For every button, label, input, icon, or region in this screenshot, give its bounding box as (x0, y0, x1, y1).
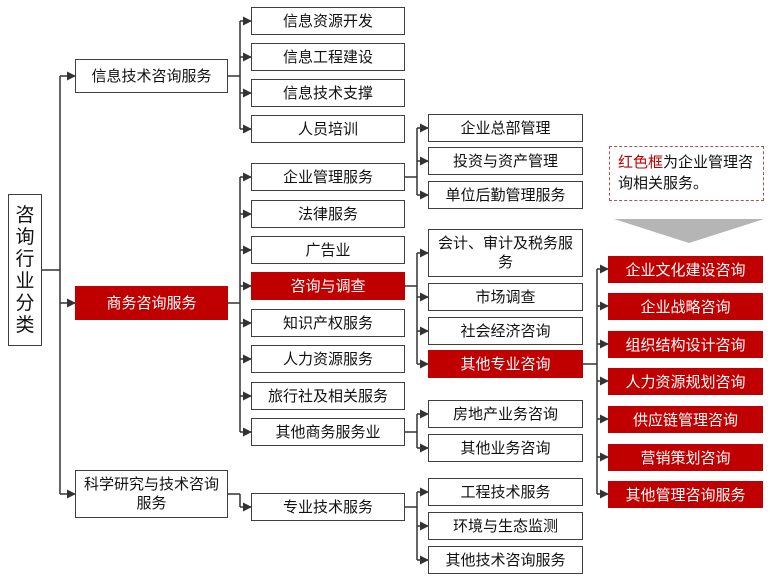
root-char: 类 (15, 314, 35, 336)
business-item: 法律服务 (251, 200, 405, 228)
root-char: 咨 (15, 204, 35, 226)
other-business-item: 其他业务咨询 (428, 434, 583, 462)
info-item: 信息资源开发 (251, 7, 405, 35)
survey-item: 会计、审计及税务服务 (428, 229, 583, 277)
info-item: 信息工程建设 (251, 43, 405, 71)
mgmt-consulting-item: 企业战略咨询 (608, 293, 763, 320)
mgmt-consulting-item: 营销策划咨询 (608, 444, 763, 471)
note-highlight: 红色框 (618, 153, 664, 171)
tech-item: 工程技术服务 (428, 478, 583, 506)
business-item: 知识产权服务 (251, 309, 405, 337)
note-text: 为企业管理咨询相关服务。 (618, 153, 754, 192)
category-info-tech-consulting: 信息技术咨询服务 (75, 59, 228, 93)
mgmt-item: 单位后勤管理服务 (428, 181, 583, 209)
root-box: 咨 询 行 业 分 类 (8, 194, 42, 346)
root-char: 业 (15, 270, 35, 292)
root-char: 分 (15, 292, 35, 314)
info-item: 信息技术支撑 (251, 79, 405, 107)
business-item: 广告业 (251, 236, 405, 264)
mgmt-item: 投资与资产管理 (428, 147, 583, 175)
science-item: 专业技术服务 (251, 493, 405, 521)
business-item-other-business: 其他商务服务业 (251, 418, 405, 446)
info-item: 人员培训 (251, 115, 405, 143)
mgmt-item: 企业总部管理 (428, 114, 583, 142)
category-business-consulting: 商务咨询服务 (75, 286, 228, 320)
business-item: 旅行社及相关服务 (251, 382, 405, 410)
emphasis-arrow-shape (614, 219, 764, 243)
root-char: 询 (15, 226, 35, 248)
mgmt-consulting-item: 其他管理咨询服务 (608, 481, 763, 508)
business-item: 人力资源服务 (251, 345, 405, 373)
business-item-enterprise-mgmt: 企业管理服务 (251, 163, 405, 191)
business-item-consulting-survey: 咨询与调查 (251, 272, 405, 300)
survey-item-other-professional: 其他专业咨询 (428, 350, 583, 378)
survey-item: 市场调查 (428, 283, 583, 311)
mgmt-consulting-item: 人力资源规划咨询 (608, 368, 763, 395)
survey-item: 社会经济咨询 (428, 317, 583, 345)
mgmt-consulting-item: 组织结构设计咨询 (608, 331, 763, 358)
root-char: 行 (15, 248, 35, 270)
tech-item: 环境与生态监测 (428, 512, 583, 540)
tech-item: 其他技术咨询服务 (428, 546, 583, 574)
legend-note: 红色框为企业管理咨询相关服务。 (609, 146, 764, 201)
mgmt-consulting-item: 企业文化建设咨询 (608, 256, 763, 283)
mgmt-consulting-item: 供应链管理咨询 (608, 406, 763, 433)
other-business-item: 房地产业务咨询 (428, 400, 583, 428)
category-science-tech-consulting: 科学研究与技术咨询服务 (75, 470, 228, 518)
